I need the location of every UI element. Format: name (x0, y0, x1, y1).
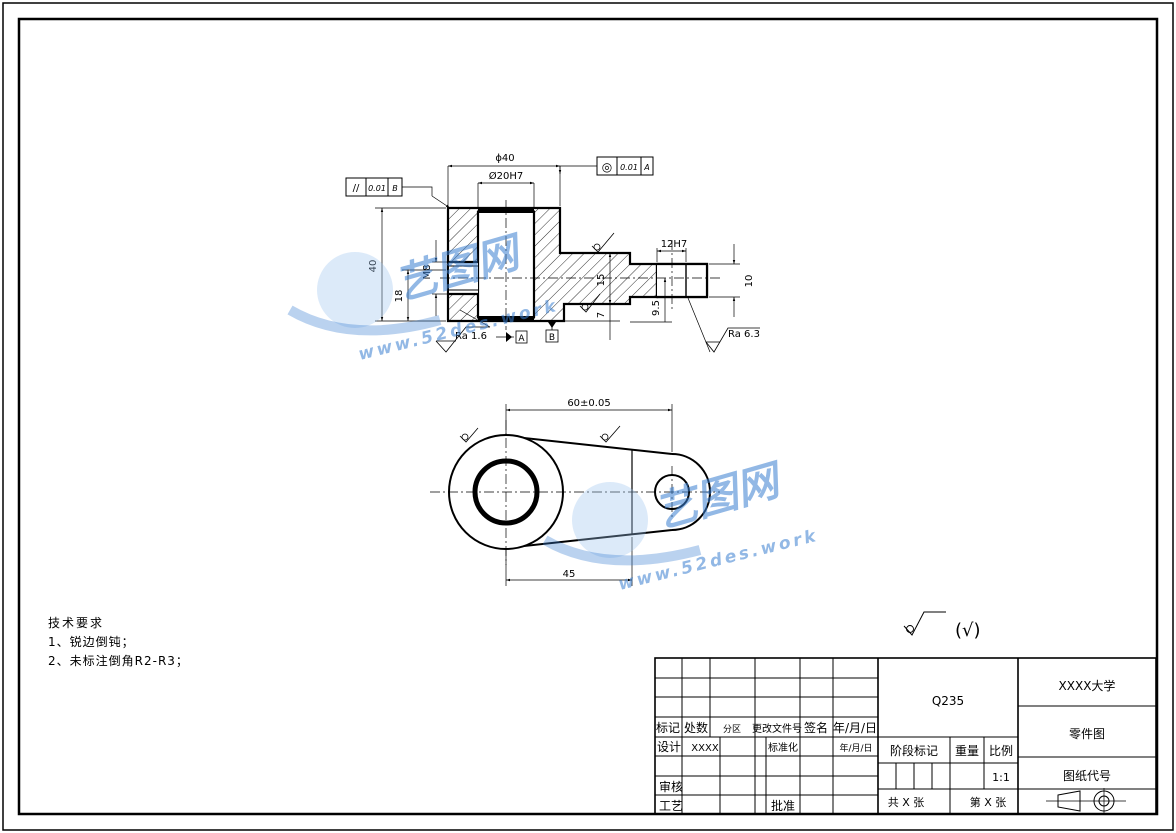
parallel-value: 0.01 (368, 184, 386, 193)
surface-note: (√) (955, 620, 981, 641)
process-label: 工艺 (659, 799, 683, 813)
scale-value: 1:1 (992, 771, 1010, 784)
roughness-left-label: Ra 1.6 (455, 331, 487, 342)
material: Q235 (932, 694, 964, 708)
rev-header-mark: 标记 (656, 721, 680, 735)
tech-req-item-1: 1、锐边倒钝； (48, 635, 135, 649)
dim-phi20h7: Ø20H7 (489, 170, 523, 182)
concentric-value: 0.01 (620, 163, 638, 172)
dim-40: 40 (368, 260, 379, 273)
dim-10: 10 (744, 275, 755, 288)
top-view: 60±0.05 45 (430, 398, 720, 586)
sheet-no: 第 X 张 (970, 795, 1007, 809)
dim-18: 18 (394, 290, 405, 303)
design-label: 设计 (657, 740, 681, 754)
datum-b-label: B (549, 333, 555, 343)
dim-phi40: ϕ40 (495, 153, 514, 164)
parallel-symbol: // (353, 183, 360, 194)
surface-symbol-top (459, 425, 621, 443)
weight-label: 重量 (955, 744, 979, 758)
general-surface-symbol: (√) (903, 611, 981, 641)
rev-header-zone: 分区 (723, 724, 741, 735)
dim-7: 7 (596, 312, 607, 318)
date-label: 年/月/日 (839, 742, 872, 754)
tech-req-item-2: 2、未标注倒角R2-R3； (48, 653, 189, 668)
rev-header-date: 年/月/日 (833, 721, 877, 735)
scale-label: 比例 (989, 744, 1013, 758)
dim-60: 60±0.05 (567, 398, 610, 409)
concentric-symbol: ◎ (602, 160, 612, 174)
design-name: XXXX (691, 743, 719, 754)
part-name: 零件图 (1069, 727, 1105, 741)
school-name: XXXX大学 (1059, 678, 1116, 693)
review-label: 审核 (659, 779, 683, 794)
title-block (654, 657, 1157, 815)
total-sheets: 共 X 张 (888, 796, 925, 809)
inner-border (17, 17, 1159, 816)
datum-a: A (496, 330, 528, 344)
watermark-2-name: 艺图网 (649, 454, 789, 537)
title-block-text: 标记 处数 分区 更改文件号 签名 年/月/日 设计 XXXX 标准化 年/月/… (656, 678, 1115, 813)
roughness-ra16: Ra 1.6 (435, 309, 491, 353)
rev-header-sign: 签名 (804, 720, 828, 735)
roughness-right-label: Ra 6.3 (728, 329, 760, 340)
standard-label: 标准化 (768, 741, 798, 754)
datum-a-label: A (518, 334, 525, 344)
datum-b: B (545, 322, 559, 343)
rev-header-docno: 更改文件号 (752, 722, 802, 735)
dim-15: 15 (596, 274, 607, 287)
tech-requirements: 技术要求 1、锐边倒钝； 2、未标注倒角R2-R3； (48, 616, 189, 668)
stage-label: 阶段标记 (890, 743, 938, 758)
surface-symbol-small (579, 232, 615, 313)
concentricity-tolerance-frame: ◎ 0.01 A (558, 156, 654, 176)
drawing-no-label: 图纸代号 (1063, 769, 1111, 783)
projection-symbol-icon (1046, 788, 1126, 814)
rev-header-count: 处数 (684, 720, 708, 735)
roughness-ra63: Ra 6.3 (687, 297, 760, 353)
dim-9-5: 9.5 (651, 300, 662, 316)
tech-req-title: 技术要求 (48, 616, 104, 630)
parallel-tolerance-frame: // 0.01 B (345, 177, 451, 209)
concentric-datum: A (643, 163, 649, 172)
dim-m8: M8 (422, 265, 433, 280)
front-view: ϕ40 Ø20H7 40 18 M8 15 7 9.5 (345, 153, 760, 353)
watermark-2: 艺图网 www.52des.work (542, 454, 821, 595)
parallel-datum: B (392, 184, 398, 193)
dim-12h7: 12H7 (661, 239, 688, 250)
approve-label: 批准 (771, 798, 795, 813)
dim-45: 45 (563, 569, 576, 580)
